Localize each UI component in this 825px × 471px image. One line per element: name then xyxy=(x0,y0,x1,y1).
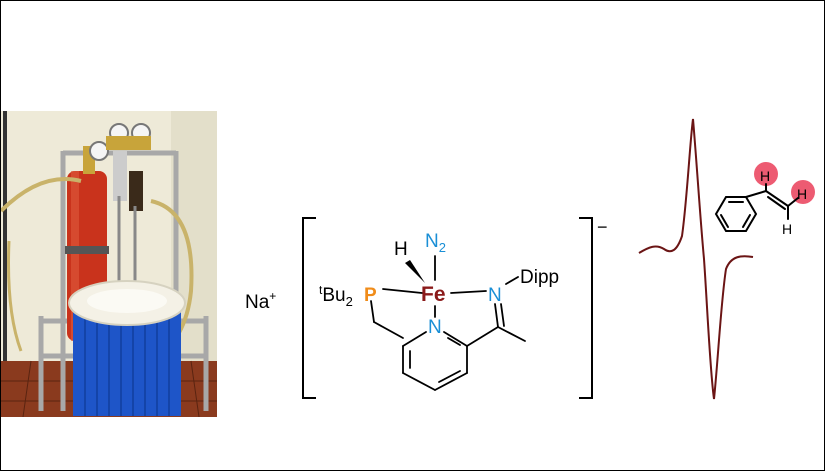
complex-drawing: Na+ − xyxy=(245,217,608,399)
dinitrogen-label: N2 xyxy=(425,231,446,255)
phosphine-substituent-label: tBu2 xyxy=(319,283,353,309)
iron-label: Fe xyxy=(421,283,446,306)
iron-complex-structure: Na+ − xyxy=(226,196,616,416)
counterion-label: Na+ xyxy=(245,289,276,313)
lab-setup-illustration xyxy=(1,111,217,417)
left-bracket xyxy=(302,217,316,399)
epr-trace xyxy=(638,118,754,400)
dipp-label: Dipp xyxy=(520,267,559,288)
imine-nitrogen-label: N xyxy=(488,285,502,306)
styrene-molecule: H H H xyxy=(714,162,815,237)
hydride-label: H xyxy=(394,239,408,260)
highlight-h-alpha xyxy=(754,162,778,186)
epr-spectrum-panel: H H H xyxy=(631,111,825,411)
h-alpha-label: H xyxy=(760,168,770,184)
epr-spectrum: H H H xyxy=(638,118,815,400)
overall-charge: − xyxy=(597,217,608,237)
lab-setup-photo xyxy=(1,111,217,417)
hydride-wedge xyxy=(405,260,425,283)
pyridine-nitrogen-label: N xyxy=(428,317,442,338)
phosphorus-label: P xyxy=(364,285,377,306)
h-beta-label: H xyxy=(797,186,807,202)
h-gamma-label: H xyxy=(782,221,792,237)
right-bracket xyxy=(579,217,593,399)
